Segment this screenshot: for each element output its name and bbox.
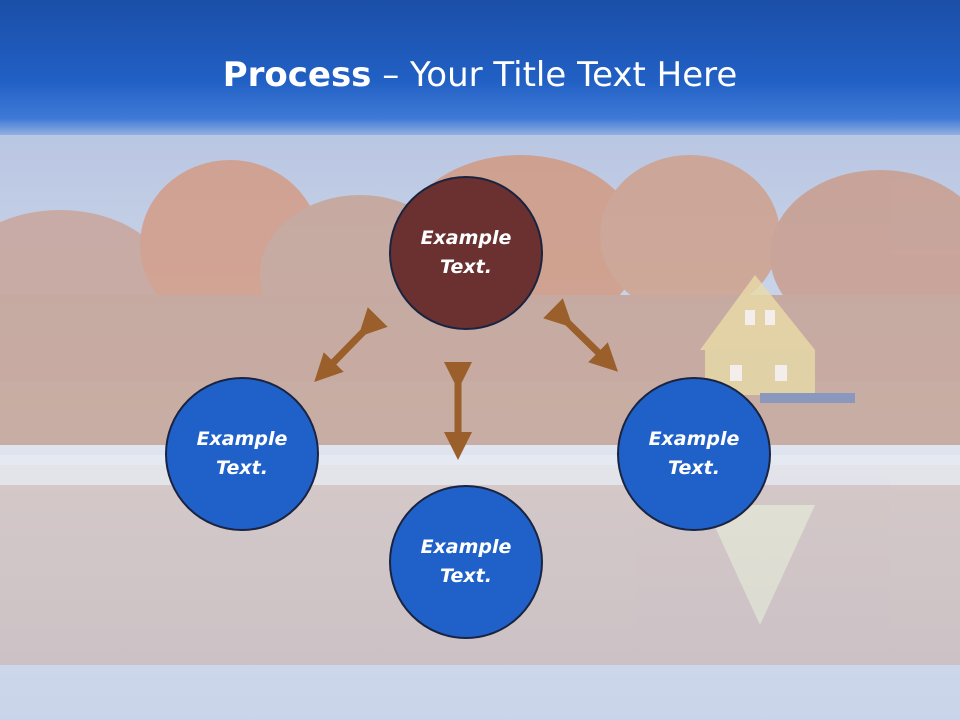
node-top: Example Text. [389,176,543,330]
node-right-text: Example Text. [648,428,740,479]
title-bar: Process – Your Title Text Here [0,0,960,135]
title-bold: Process [222,55,372,95]
node-bottom-text: Example Text. [420,536,512,587]
node-left: Example Text. [165,377,319,531]
slide-title: Process – Your Title Text Here [0,52,960,98]
arrow-left-top [314,307,388,383]
node-bottom: Example Text. [389,485,543,639]
arrow-top-right [543,298,619,372]
node-top-text: Example Text. [420,227,512,278]
node-left-text: Example Text. [196,428,288,479]
title-rest: – Your Title Text Here [371,55,738,95]
node-right: Example Text. [617,377,771,531]
